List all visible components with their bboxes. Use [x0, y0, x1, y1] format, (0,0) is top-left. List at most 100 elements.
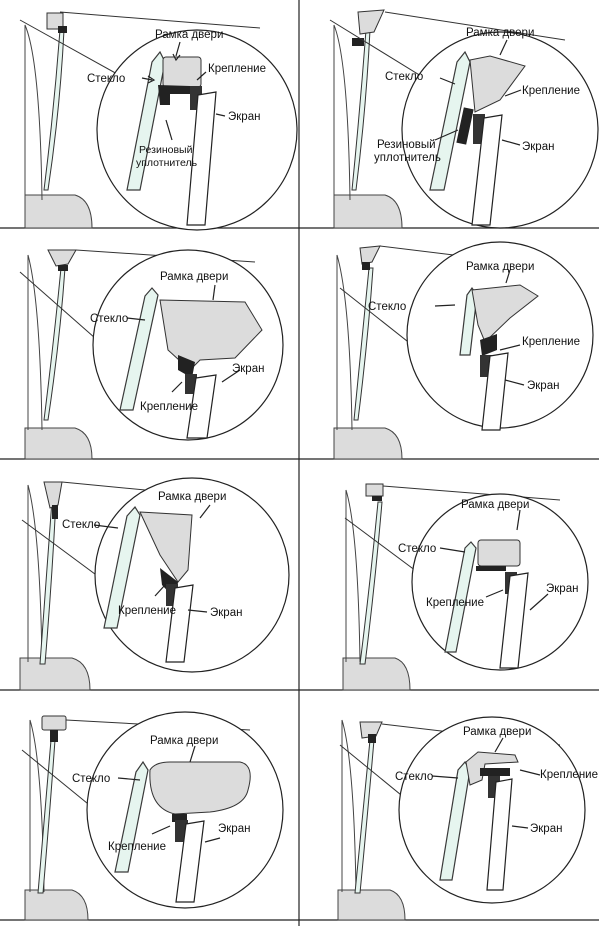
- label-mount: Крепление: [208, 63, 266, 75]
- door-base: [24, 194, 93, 229]
- diagram-shape: [486, 778, 513, 891]
- panel-4: Рамка двери Стекло Крепление Экран: [333, 241, 594, 460]
- diagram-shape: [19, 657, 91, 691]
- small-frame: [46, 12, 64, 30]
- panel-6: Рамка двери Стекло Крепление Экран: [342, 483, 589, 691]
- diagram-shape: [333, 194, 403, 229]
- callout-label: Стекло: [385, 71, 423, 83]
- small-clip: [58, 26, 67, 33]
- leader-line: [501, 139, 521, 146]
- panel-3: Рамка двери Стекло Экран Крепление: [19, 249, 284, 460]
- diagram-shape: [336, 254, 353, 431]
- leader-line: [529, 593, 549, 611]
- diagram-shape: [471, 114, 503, 226]
- diagram-shape: [147, 75, 156, 84]
- panel-5: Рамка двери Стекло Крепление Экран: [19, 477, 290, 691]
- diagram-shape: [39, 499, 57, 665]
- diagram-shape: [58, 265, 68, 271]
- label-seal-1: Резиновый: [139, 144, 193, 156]
- diagram-shape: [103, 506, 141, 629]
- leader-line: [516, 509, 521, 531]
- screen: [186, 91, 217, 226]
- diagram-shape: [480, 768, 510, 776]
- callout-label: Крепление: [522, 85, 580, 97]
- diagram-shape: [47, 249, 77, 267]
- callout-label: Стекло: [398, 543, 436, 555]
- leader-line: [511, 825, 529, 829]
- leader-line: [171, 381, 183, 393]
- leader-line: [439, 547, 466, 553]
- callout-label: Стекло: [62, 519, 100, 531]
- leader-line: [175, 41, 181, 57]
- callout-label: Экран: [232, 363, 264, 375]
- diagram-shape: [342, 657, 411, 691]
- callout-label: Крепление: [540, 769, 598, 781]
- callout-label: Экран: [218, 823, 250, 835]
- leader-line: [439, 77, 456, 85]
- leader-line: [485, 589, 504, 598]
- leader-line: [499, 344, 521, 351]
- diagram-shape: [119, 287, 159, 411]
- label-seal-2: уплотнитель: [136, 157, 198, 169]
- panel-1: Рамка двери Стекло Крепление Экран Резин…: [19, 11, 298, 231]
- leader-line: [494, 737, 504, 753]
- diagram-shape: [52, 505, 58, 519]
- leader-line: [382, 485, 561, 501]
- diagram-shape: [351, 29, 371, 191]
- diagram-shape: [477, 539, 521, 567]
- diagram-shape: [372, 496, 382, 501]
- leader-line: [126, 317, 146, 321]
- callout-label: уплотнитель: [374, 152, 441, 164]
- diagram-shape: [365, 483, 384, 497]
- leader-line: [215, 113, 226, 117]
- diagram-shape: [353, 267, 374, 421]
- leader-line: [187, 609, 208, 613]
- panel-7: Рамка двери Стекло Крепление Экран: [21, 711, 284, 921]
- diagram-shape: [456, 107, 474, 145]
- diagram-shape: [178, 355, 195, 378]
- panel-2: Рамка двери Стекло Крепление Экран Резин…: [329, 9, 599, 229]
- callout-label: Экран: [527, 380, 559, 392]
- diagram-shape: [172, 814, 187, 822]
- diagram-shape: [411, 493, 589, 671]
- diagram-shape: [333, 24, 351, 201]
- leader-line: [199, 504, 211, 519]
- diagram-shape: [27, 484, 43, 663]
- callout-label: Рамка двери: [461, 499, 529, 511]
- callout-label: Рамка двери: [463, 726, 531, 738]
- leader-line: [59, 11, 261, 29]
- leader-line: [141, 77, 153, 81]
- callout-label: Рамка двери: [466, 27, 534, 39]
- diagram-shape: [24, 889, 89, 921]
- callout-label: Рамка двери: [150, 735, 218, 747]
- diagram-shape: [43, 481, 63, 509]
- leader-line: [196, 71, 207, 81]
- callout-label: Крепление: [140, 401, 198, 413]
- leader-line: [499, 39, 508, 56]
- callout-label: Стекло: [395, 771, 433, 783]
- leader-line: [93, 524, 119, 529]
- diagram-shape: [357, 9, 385, 35]
- diagram-shape: [359, 501, 383, 665]
- callout-label: Экран: [530, 823, 562, 835]
- callout-label: Рамка двери: [160, 271, 228, 283]
- leader-line: [204, 837, 221, 843]
- leader-line: [434, 129, 459, 141]
- diagram-shape: [159, 299, 263, 371]
- diagram-shape: [362, 262, 370, 270]
- door-outline: [24, 24, 43, 201]
- diagram-shape: [345, 489, 361, 663]
- diagram-shape: [352, 38, 364, 46]
- diagram-shape: [341, 719, 357, 893]
- rubber-seal: [158, 85, 190, 105]
- diagram-shape: [499, 572, 529, 669]
- diagram-shape: [465, 751, 519, 786]
- callout-label: Рамка двери: [466, 261, 534, 273]
- callout-label: Экран: [210, 607, 242, 619]
- leader-line: [212, 284, 216, 301]
- leader-line: [384, 11, 566, 41]
- diagram-shape: [368, 734, 376, 743]
- label-frame: Рамка двери: [155, 29, 223, 41]
- callout-label: Резиновый: [377, 139, 436, 151]
